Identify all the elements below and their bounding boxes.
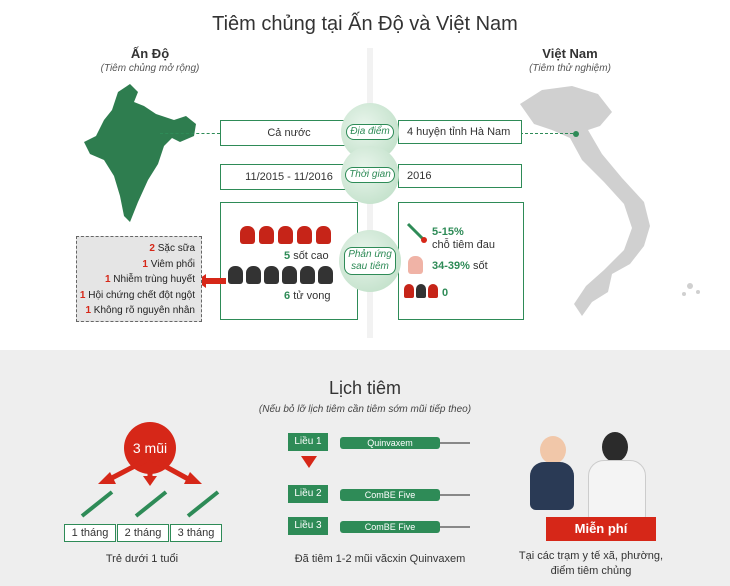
baby-icon <box>404 284 414 298</box>
reaction-label-circle: Phản ứng sau tiêm <box>339 230 401 292</box>
india-death-count: 6 <box>284 290 291 302</box>
death-baby-icon <box>246 266 261 284</box>
death-reason-item: 1 Hội chứng chết đột ngột <box>79 289 195 301</box>
lieu-2-syringe: ComBE Five <box>340 489 474 501</box>
india-map <box>84 84 196 222</box>
vietnam-location: 4 huyện tỉnh Hà Nam <box>407 126 511 138</box>
schedule-title: Lịch tiêm <box>328 378 402 398</box>
location-label-circle: Địa điểm <box>341 103 399 161</box>
death-reason-item: 2 Sặc sữa <box>149 243 195 254</box>
death-reasons-box: 2 Sặc sữa 1 Viêm phổi 1 Nhiễm trùng huyế… <box>76 236 202 322</box>
india-fever-count: 5 <box>284 250 291 262</box>
page-title: Tiêm chủng tại Ấn Độ và Việt Nam <box>212 13 518 35</box>
death-reason-item: 1 Viêm phổi <box>142 258 195 270</box>
death-reason-item: 1 Không rõ nguyên nhân <box>85 305 195 316</box>
death-reason-item: 1 Nhiễm trùng huyết <box>104 274 195 285</box>
dose-arrows-icon <box>98 456 202 486</box>
lieu-2-label: Liều 2 <box>288 485 328 503</box>
vn-pain-text: 5-15% chỗ tiêm đau <box>432 226 495 252</box>
india-heading: Ấn Độ <box>130 46 170 61</box>
death-baby-icon <box>318 266 333 284</box>
right-caption-2: điểm tiêm chủng <box>550 565 632 577</box>
syringe-barrel: ComBE Five <box>340 521 440 533</box>
fever-baby-icons <box>240 226 340 244</box>
reaction-label: Phản ứng sau tiêm <box>344 247 396 275</box>
death-baby-icons <box>228 266 348 284</box>
vietnam-location-box: 4 huyện tỉnh Hà Nam <box>398 120 522 144</box>
death-baby-icon <box>228 266 243 284</box>
india-death-text: 6 tử vong <box>284 290 331 302</box>
vn-death-count: 0 <box>442 287 449 299</box>
fever-baby-icon <box>408 256 423 274</box>
vn-death-icons <box>404 284 438 298</box>
syringe-barrel: Quinvaxem <box>340 437 440 449</box>
right-caption-1: Tại các trạm y tế xã, phường, <box>518 550 664 562</box>
syringe-barrel: ComBE Five <box>340 489 440 501</box>
vietnam-note: (Tiêm thử nghiệm) <box>529 63 611 74</box>
india-time-box: 11/2015 - 11/2016 <box>220 164 358 190</box>
syringe-icon <box>80 490 220 518</box>
left-caption: Trẻ dưới 1 tuổi <box>105 553 179 565</box>
doctor-body-icon <box>588 460 646 520</box>
baby-head-icon <box>540 436 566 464</box>
india-reaction-box <box>220 202 358 320</box>
vn-fever-label: sốt <box>472 260 488 272</box>
vietnam-map <box>520 86 700 316</box>
fever-baby-icon <box>297 226 312 244</box>
doctor-head-icon <box>602 432 628 462</box>
baby-body-icon <box>530 462 574 510</box>
lieu-1-label: Liều 1 <box>288 433 328 451</box>
location-label: Địa điểm <box>346 124 394 140</box>
death-baby-icon <box>264 266 279 284</box>
baby-icon <box>428 284 438 298</box>
india-fever-label: sốt cao <box>293 250 329 262</box>
lieu-1-syringe: Quinvaxem <box>340 437 474 449</box>
fever-baby-icon <box>259 226 274 244</box>
vn-fever-text: 34-39% sốt <box>432 260 488 272</box>
middle-caption: Đã tiêm 1-2 mũi văcxin Quinvaxem <box>294 553 466 565</box>
syringe-icon <box>406 222 427 243</box>
vietnam-time: 2016 <box>407 170 432 182</box>
baby-icon <box>416 284 426 298</box>
time-label: Thời gian <box>345 167 395 183</box>
death-baby-icon <box>282 266 297 284</box>
india-note: (Tiêm chủng mở rộng) <box>100 63 200 74</box>
down-chevron-icon <box>301 456 317 468</box>
fever-baby-icon <box>316 226 331 244</box>
fever-baby-icon <box>278 226 293 244</box>
vn-fever-pct: 34-39% <box>432 260 470 272</box>
month-1: 1 tháng <box>64 524 116 542</box>
india-location-box: Cả nước <box>220 120 358 146</box>
vietnam-time-box: 2016 <box>398 164 522 188</box>
india-death-label: tử vong <box>293 290 331 302</box>
time-label-circle: Thời gian <box>341 146 399 204</box>
doctor-illustration <box>522 430 652 520</box>
vietnam-heading: Việt Nam <box>542 46 598 61</box>
schedule-subtitle: (Nếu bỏ lỡ lịch tiêm cần tiêm sớm mũi ti… <box>258 404 472 415</box>
fever-baby-icon <box>240 226 255 244</box>
month-3: 3 tháng <box>170 524 222 542</box>
lieu-3-syringe: ComBE Five <box>340 521 474 533</box>
india-connector <box>160 133 220 134</box>
free-badge: Miễn phí <box>546 517 656 541</box>
lieu-3-label: Liều 3 <box>288 517 328 535</box>
india-time: 11/2015 - 11/2016 <box>245 171 333 183</box>
vn-pain-pct: 5-15% <box>432 226 464 238</box>
india-fever-text: 5 sốt cao <box>284 250 329 262</box>
vietnam-connector <box>520 133 578 134</box>
death-baby-icon <box>300 266 315 284</box>
month-2: 2 tháng <box>117 524 169 542</box>
india-location: Cả nước <box>267 127 311 139</box>
vn-pain-label: chỗ tiêm đau <box>432 239 495 251</box>
